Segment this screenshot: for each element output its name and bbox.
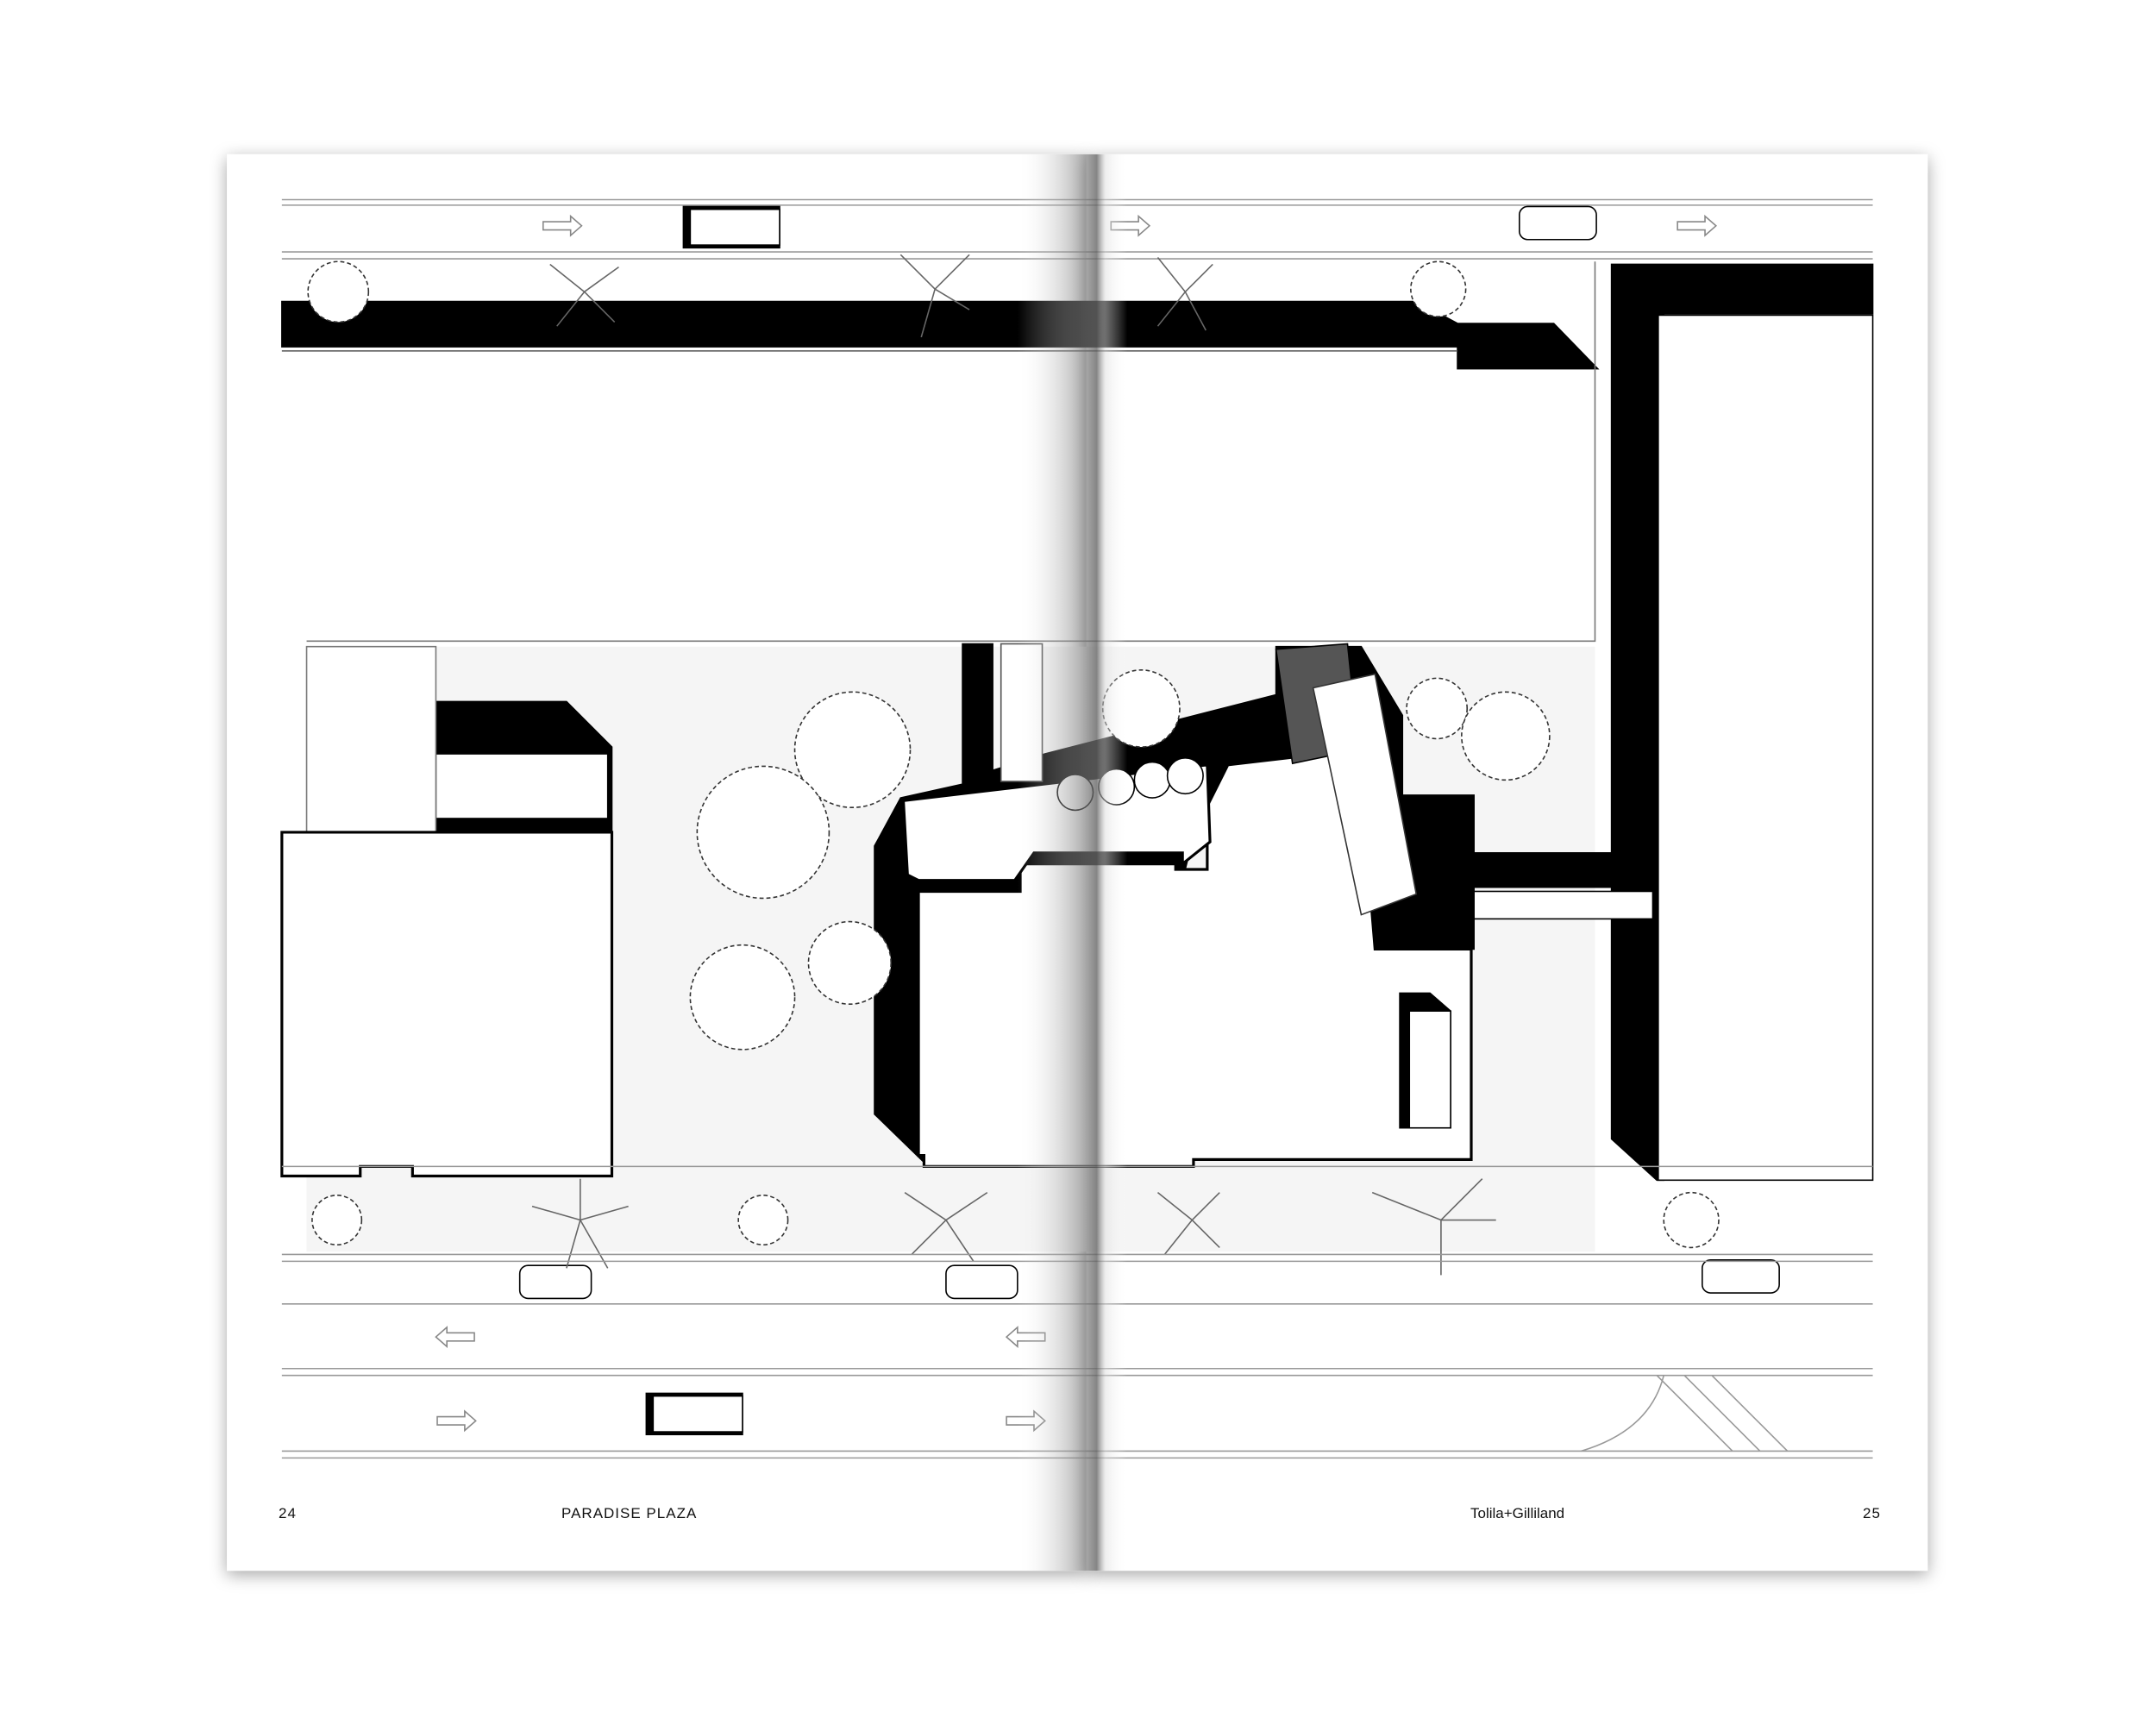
gutter-shadow bbox=[1017, 154, 1128, 1571]
page-number-left: 24 bbox=[279, 1505, 297, 1521]
running-title-right: Tolila+Gilliland bbox=[1470, 1505, 1565, 1521]
palm-tree bbox=[531, 254, 1496, 1276]
running-title-left: PARADISE PLAZA bbox=[561, 1505, 698, 1521]
page-number-right: 25 bbox=[1863, 1505, 1881, 1521]
